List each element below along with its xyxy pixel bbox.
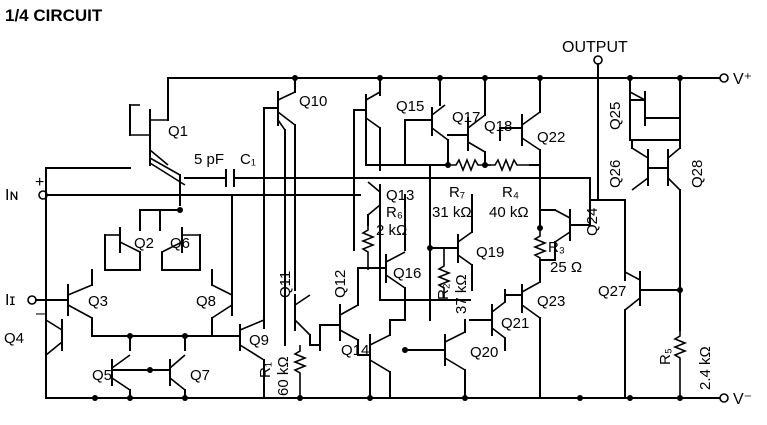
q28-label: Q28 [689, 160, 706, 188]
q26-label: Q26 [607, 160, 624, 188]
c1-name: C₁ [240, 151, 256, 168]
v-minus-label: V⁻ [733, 391, 752, 408]
q8-label: Q8 [196, 293, 216, 310]
output-drivers [404, 75, 541, 321]
q5-label: Q5 [92, 367, 112, 384]
q12-label: Q12 [332, 270, 349, 298]
output-stage [402, 177, 591, 399]
v-minus-terminal [719, 393, 729, 403]
q21-label: Q21 [501, 315, 529, 332]
current-limit-stage [597, 77, 688, 399]
in-minus-terminal [27, 295, 37, 305]
r7-value: 31 kΩ [432, 204, 472, 221]
q22-label: Q22 [537, 129, 565, 146]
input-terminals [27, 190, 361, 305]
q24-label: Q24 [584, 208, 601, 236]
output-label: OUTPUT [562, 39, 628, 56]
q6-label: Q6 [170, 235, 190, 252]
q11-label: Q11 [277, 271, 294, 298]
q15-label: Q15 [396, 98, 424, 115]
output-terminal [589, 55, 603, 201]
r3-value: 25 Ω [550, 259, 582, 276]
q27-label: Q27 [598, 283, 626, 300]
r4-value: 40 kΩ [489, 204, 529, 221]
r4-name: R₄ [502, 184, 519, 201]
transistor-q1 [129, 77, 186, 206]
capacitor-c1 [184, 169, 591, 187]
bias-network [353, 77, 471, 321]
q16-label: Q16 [393, 265, 421, 282]
in-plus-label: Iɴ [5, 187, 18, 204]
q1-label: Q1 [168, 123, 188, 140]
q25-label: Q25 [607, 102, 624, 130]
r6-name: R₆ [386, 204, 403, 221]
q4-label: Q4 [4, 330, 24, 347]
q10-label: Q10 [299, 93, 327, 110]
in-minus-label: Iɪ [5, 292, 15, 309]
r5-name: R₅ [657, 348, 674, 365]
r6-value: 2 kΩ [376, 222, 407, 239]
labels: OUTPUT V⁺ V⁻ Iɴ + Iɪ – Q1 Q2 Q3 Q4 Q5 Q6… [4, 39, 752, 408]
c1-value: 5 pF [194, 151, 224, 168]
q14-label: Q14 [341, 342, 369, 359]
in-plus-sign: + [35, 174, 44, 191]
r1-name: R₁ [257, 362, 274, 378]
q9-label: Q9 [249, 332, 269, 349]
second-stage [211, 77, 406, 399]
q18-label: Q18 [484, 118, 512, 135]
q23-label: Q23 [537, 293, 565, 310]
q3-label: Q3 [88, 293, 108, 310]
q7-label: Q7 [190, 367, 210, 384]
v-plus-label: V⁺ [733, 71, 752, 88]
q17-label: Q17 [452, 109, 480, 126]
r5-value: 2.4 kΩ [697, 346, 714, 390]
v-plus-terminal [719, 73, 729, 83]
q13-label: Q13 [386, 187, 414, 204]
r1-value: 60 kΩ [275, 356, 292, 396]
in-minus-sign: – [36, 305, 45, 322]
supply-rails [45, 73, 729, 403]
diagram-title: 1/4 CIRCUIT [5, 6, 103, 25]
r7-name: R₇ [449, 184, 465, 201]
r2-value: 37 kΩ [453, 274, 470, 314]
r2-name: R₂ [435, 283, 452, 300]
q2-label: Q2 [134, 235, 154, 252]
r3-name: R₃ [548, 239, 565, 256]
input-stage [45, 167, 233, 399]
q19-label: Q19 [476, 244, 504, 261]
q20-label: Q20 [470, 344, 498, 361]
